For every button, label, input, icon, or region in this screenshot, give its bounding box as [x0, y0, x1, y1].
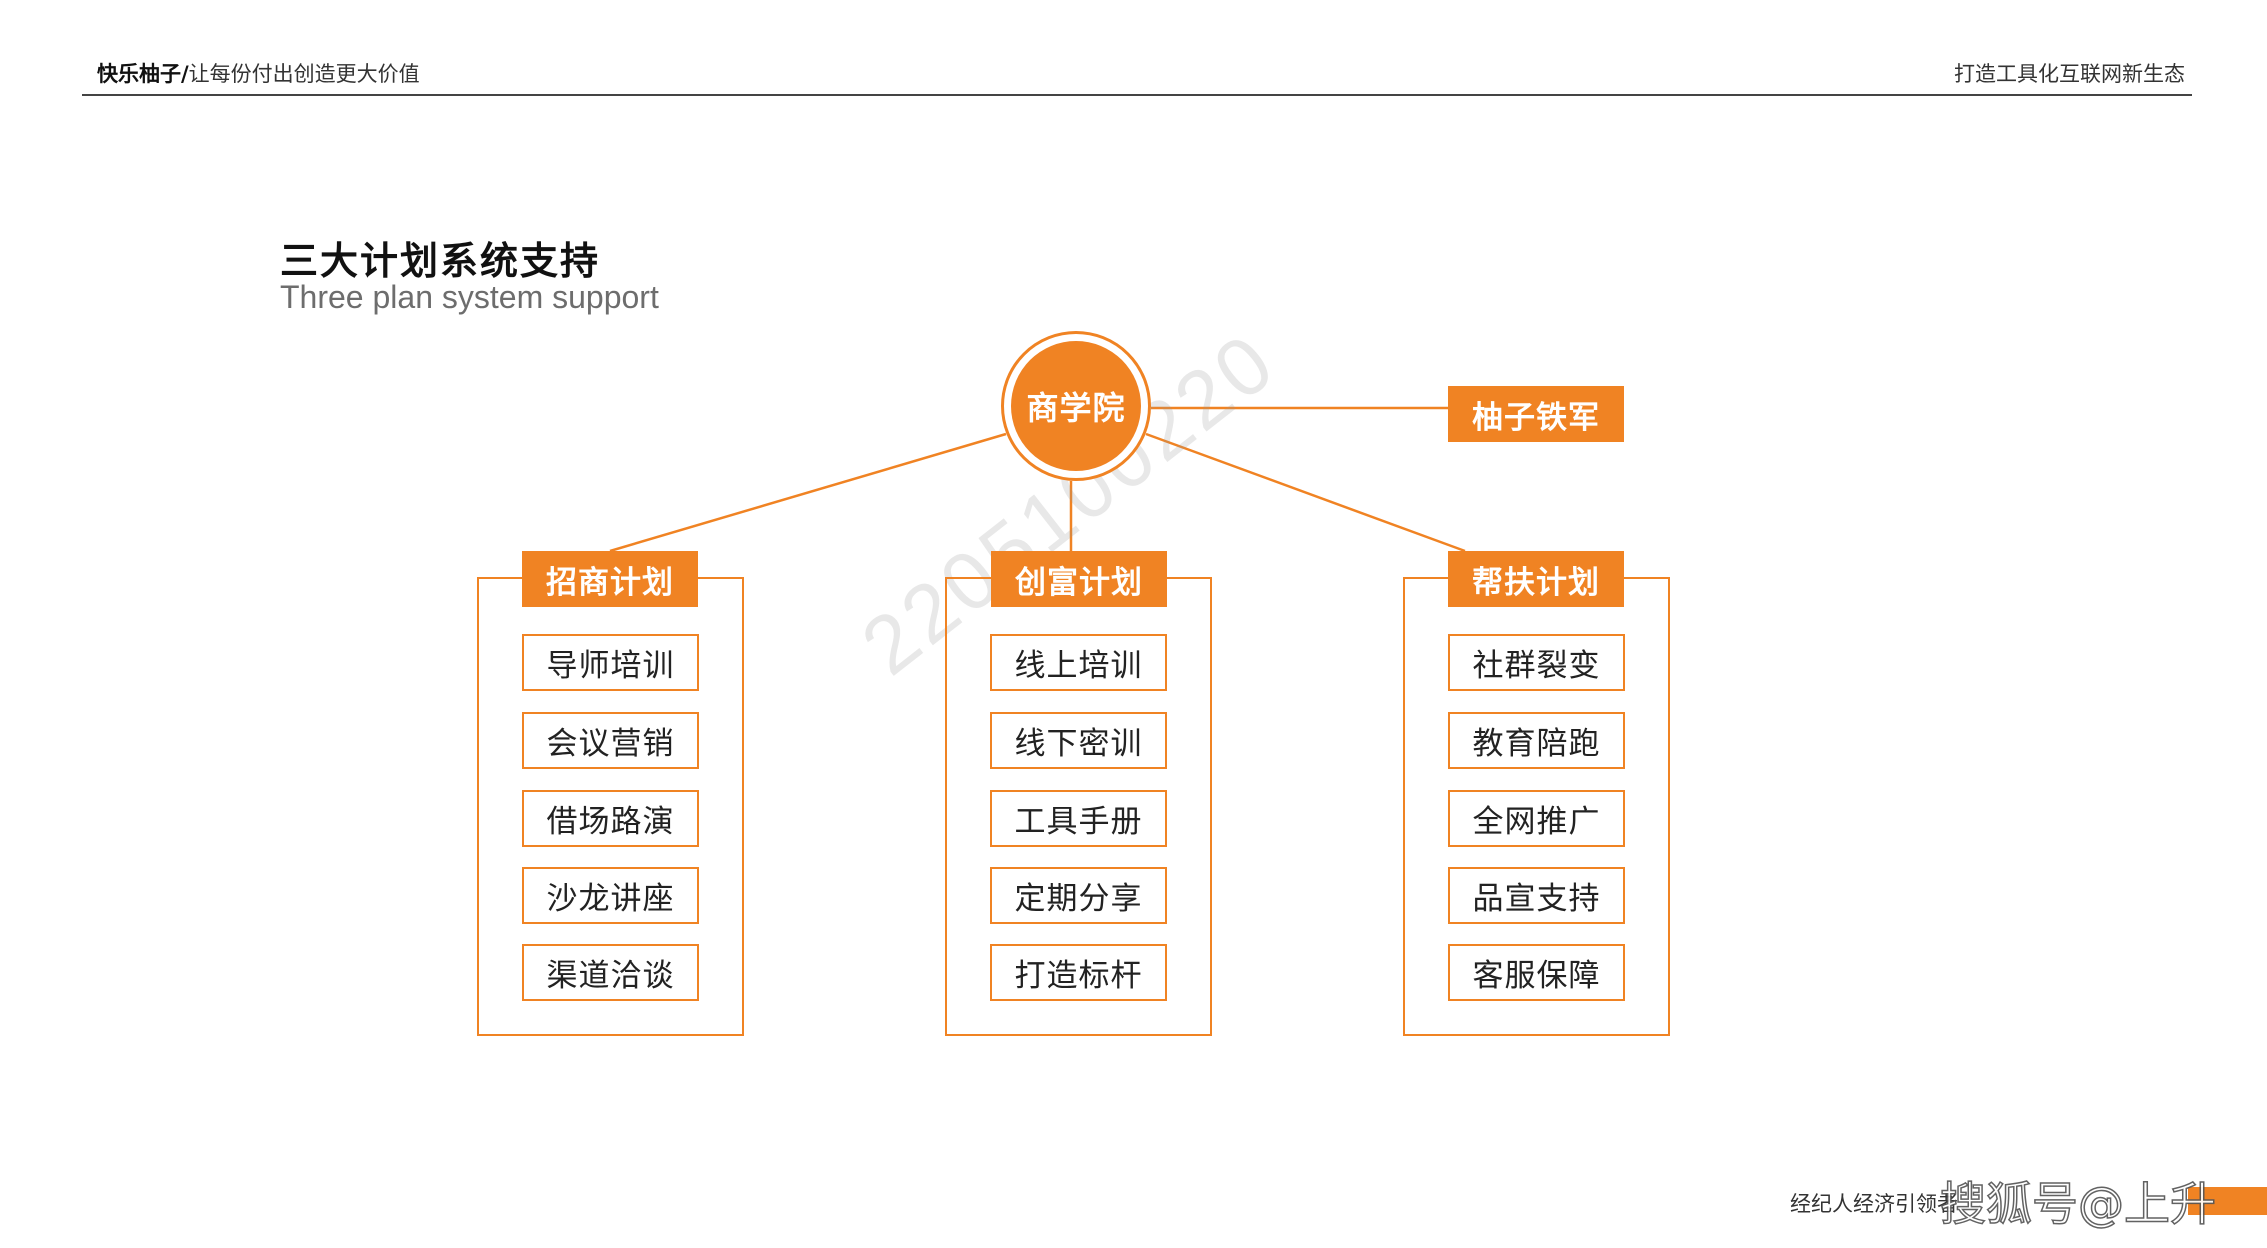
sohu-watermark: 搜狐号@上升	[1939, 1176, 2217, 1232]
connector-hub-to-group-1	[609, 432, 1007, 553]
group-1-item-4: 沙龙讲座	[522, 867, 699, 924]
group-2-item-1: 线上培训	[990, 634, 1167, 691]
connector-hub-to-group-3	[1145, 432, 1466, 553]
side-node: 柚子铁军	[1448, 386, 1624, 442]
page-subtitle: Three plan system support	[280, 279, 659, 315]
group-3-item-1: 社群裂变	[1448, 634, 1625, 691]
group-2-item-5: 打造标杆	[990, 944, 1167, 1001]
header-brand-line: 快乐柚子/让每份付出创造更大价值	[97, 58, 420, 88]
group-1-item-2: 会议营销	[522, 712, 699, 769]
brand-slogan: 让每份付出创造更大价值	[188, 62, 420, 86]
brand-name: 快乐柚子/	[97, 62, 189, 86]
group-1-item-3: 借场路演	[522, 790, 699, 847]
group-2-item-4: 定期分享	[990, 867, 1167, 924]
footer-text: 经纪人经济引领者	[1790, 1192, 1958, 1216]
group-3-item-5: 客服保障	[1448, 944, 1625, 1001]
header-divider	[82, 94, 2192, 96]
group-3-item-4: 品宣支持	[1448, 867, 1625, 924]
group-3-item-2: 教育陪跑	[1448, 712, 1625, 769]
group-1-item-5: 渠道洽谈	[522, 944, 699, 1001]
group-1-item-1: 导师培训	[522, 634, 699, 691]
group-3-item-3: 全网推广	[1448, 790, 1625, 847]
group-2-item-2: 线下密训	[990, 712, 1167, 769]
group-2-item-3: 工具手册	[990, 790, 1167, 847]
page-title: 三大计划系统支持	[280, 239, 601, 283]
group-header-3: 帮扶计划	[1448, 551, 1624, 607]
hub-node: 商学院	[1011, 341, 1141, 471]
footer-accent-bar	[2188, 1187, 2267, 1215]
group-header-2: 创富计划	[991, 551, 1167, 607]
header-tagline: 打造工具化互联网新生态	[1954, 62, 2185, 86]
group-header-1: 招商计划	[522, 551, 698, 607]
